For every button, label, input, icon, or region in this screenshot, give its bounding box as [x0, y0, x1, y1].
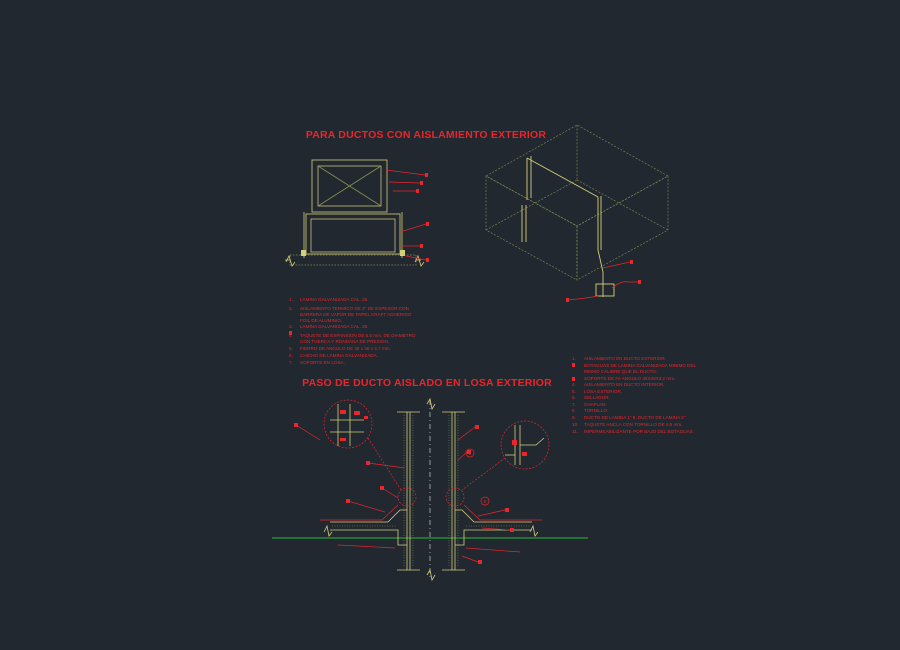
section-callout-leaders: [295, 424, 511, 563]
duct-section-leaders: [385, 169, 427, 261]
note-right-1: AISLAMIENTO EN DUCTO EXTERIOR.: [584, 356, 666, 361]
note-left-1-num: 1.: [289, 297, 293, 302]
isometric-callout-tags: [566, 260, 641, 302]
note-right-4: AISLAMIENTO EN DUCTO INTERIOR.: [584, 382, 665, 387]
isometric-support-frame: [521, 156, 615, 297]
flashing-lines: [320, 504, 542, 553]
note-right-1-num: 1.: [572, 356, 576, 361]
note-right-11-num: 11.: [572, 429, 578, 434]
balloon-8: 8: [480, 496, 490, 506]
note-left-2-num: 2.: [289, 306, 293, 311]
note-left-7-num: 7.: [289, 360, 293, 365]
note-left-7: SOPORTE EN LOSA.: [300, 360, 345, 365]
note-right-markers: [572, 363, 575, 381]
note-right-7-num: 7.: [572, 402, 576, 407]
note-right-3: SOPORTE DE Fe ANGULO 38X38X3.2 mm.: [584, 376, 675, 381]
note-right-9: DUCTO DE LAMINA 1" 8. DUCTO DE LAMINA 2": [584, 415, 686, 420]
duct-section-anchors: [301, 250, 405, 256]
note-left-marker: [289, 331, 292, 335]
slab-break-symbols: [285, 254, 425, 267]
note-left-3: LAMINA GALVANIZADA CAL. 26.: [300, 324, 369, 329]
svg-text:8: 8: [484, 499, 487, 504]
note-left-4: TAQUETE DE EXPANSION DE 6.5 mm. DE DIAME…: [300, 333, 416, 338]
note-right-6-num: 6.: [572, 395, 576, 400]
note-right-10-num: 10.: [572, 422, 578, 427]
vertical-duct-walls: [397, 411, 465, 571]
detail-circles: [323, 399, 550, 507]
svg-text:9: 9: [469, 451, 472, 456]
note-left-4-num: 4.: [289, 333, 293, 338]
note-right-9-num: 9.: [572, 415, 576, 420]
note-right-8-num: 8.: [572, 408, 576, 413]
zoom-detail-left: [330, 404, 364, 446]
note-left-2: AISLAMIENTO TERMICO DE 2" DE ESPESOR CON: [300, 306, 409, 311]
note-left-2b: BARRERA DE VAPOR DE PAPEL KRAFT ADHERIDO: [300, 312, 412, 317]
note-right-5: LOSA EXTERIOR.: [584, 389, 622, 394]
isometric-duct-view: [485, 124, 669, 281]
note-right-2: BOTAGUAS DE LAMINA GALVANIZADA MINIMO DE…: [584, 363, 697, 368]
isometric-leaders: [567, 261, 638, 301]
note-right-5-num: 5.: [572, 389, 576, 394]
notes-list-right: 1. AISLAMIENTO EN DUCTO EXTERIOR. 2. BOT…: [572, 356, 697, 434]
note-left-5-num: 5.: [289, 346, 293, 351]
zoom-detail-right-tags: [512, 440, 527, 456]
exterior-slab: [330, 509, 532, 546]
duct-break-symbols: [426, 397, 436, 582]
note-left-6: CHICHO DE LAMINA GALVANIZADA.: [300, 353, 378, 358]
note-right-4-num: 4.: [572, 382, 576, 387]
note-right-7: CHAFLAN.: [584, 402, 607, 407]
duct-section-detail: [285, 159, 421, 266]
note-left-6-num: 6.: [289, 353, 293, 358]
duct-insulation-hatch: [403, 415, 459, 566]
notes-list-left: 1. LAMINA GALVANIZADA CAL. 26. 2. AISLAM…: [289, 297, 416, 365]
section-callout-tags: [294, 423, 514, 564]
note-right-8: TORNILLO.: [584, 408, 608, 413]
note-right-10: TAQUETE ANCLA CON TORNILLO DE 6.5 mm.: [584, 422, 683, 427]
note-left-1: LAMINA GALVANIZADA CAL. 26.: [300, 297, 369, 302]
zoom-detail-right: [505, 425, 545, 465]
balloon-9: 9: [465, 448, 475, 458]
slab-end-breaks: [323, 524, 539, 537]
zoom-detail-left-tags: [340, 410, 368, 441]
note-right-6: SELLADOR.: [584, 395, 610, 400]
note-left-3-num: 3.: [289, 324, 293, 329]
note-right-2b: MISMO CALIBRE QUE EL DUCTO.: [584, 369, 657, 374]
title-duct-through-exterior-slab: PASO DE DUCTO AISLADO EN LOSA EXTERIOR: [302, 377, 552, 389]
note-left-2c: FOIL DE ALUMINIO.: [300, 318, 342, 323]
note-left-5: FIERRO DE ANGULO DE 38 x 38 x 4.7 mm.: [300, 346, 391, 351]
note-left-4b: CON TUERCA Y RONDANA DE PRESION.: [300, 339, 389, 344]
title-ducts-exterior-insulation: PARA DUCTOS CON AISLAMIENTO EXTERIOR: [306, 129, 547, 141]
duct-section-callout-tags: [416, 173, 429, 262]
note-right-11: IMPERMEABILIZANTE POR BAJO DEL BOTAGUAS.: [584, 429, 694, 434]
